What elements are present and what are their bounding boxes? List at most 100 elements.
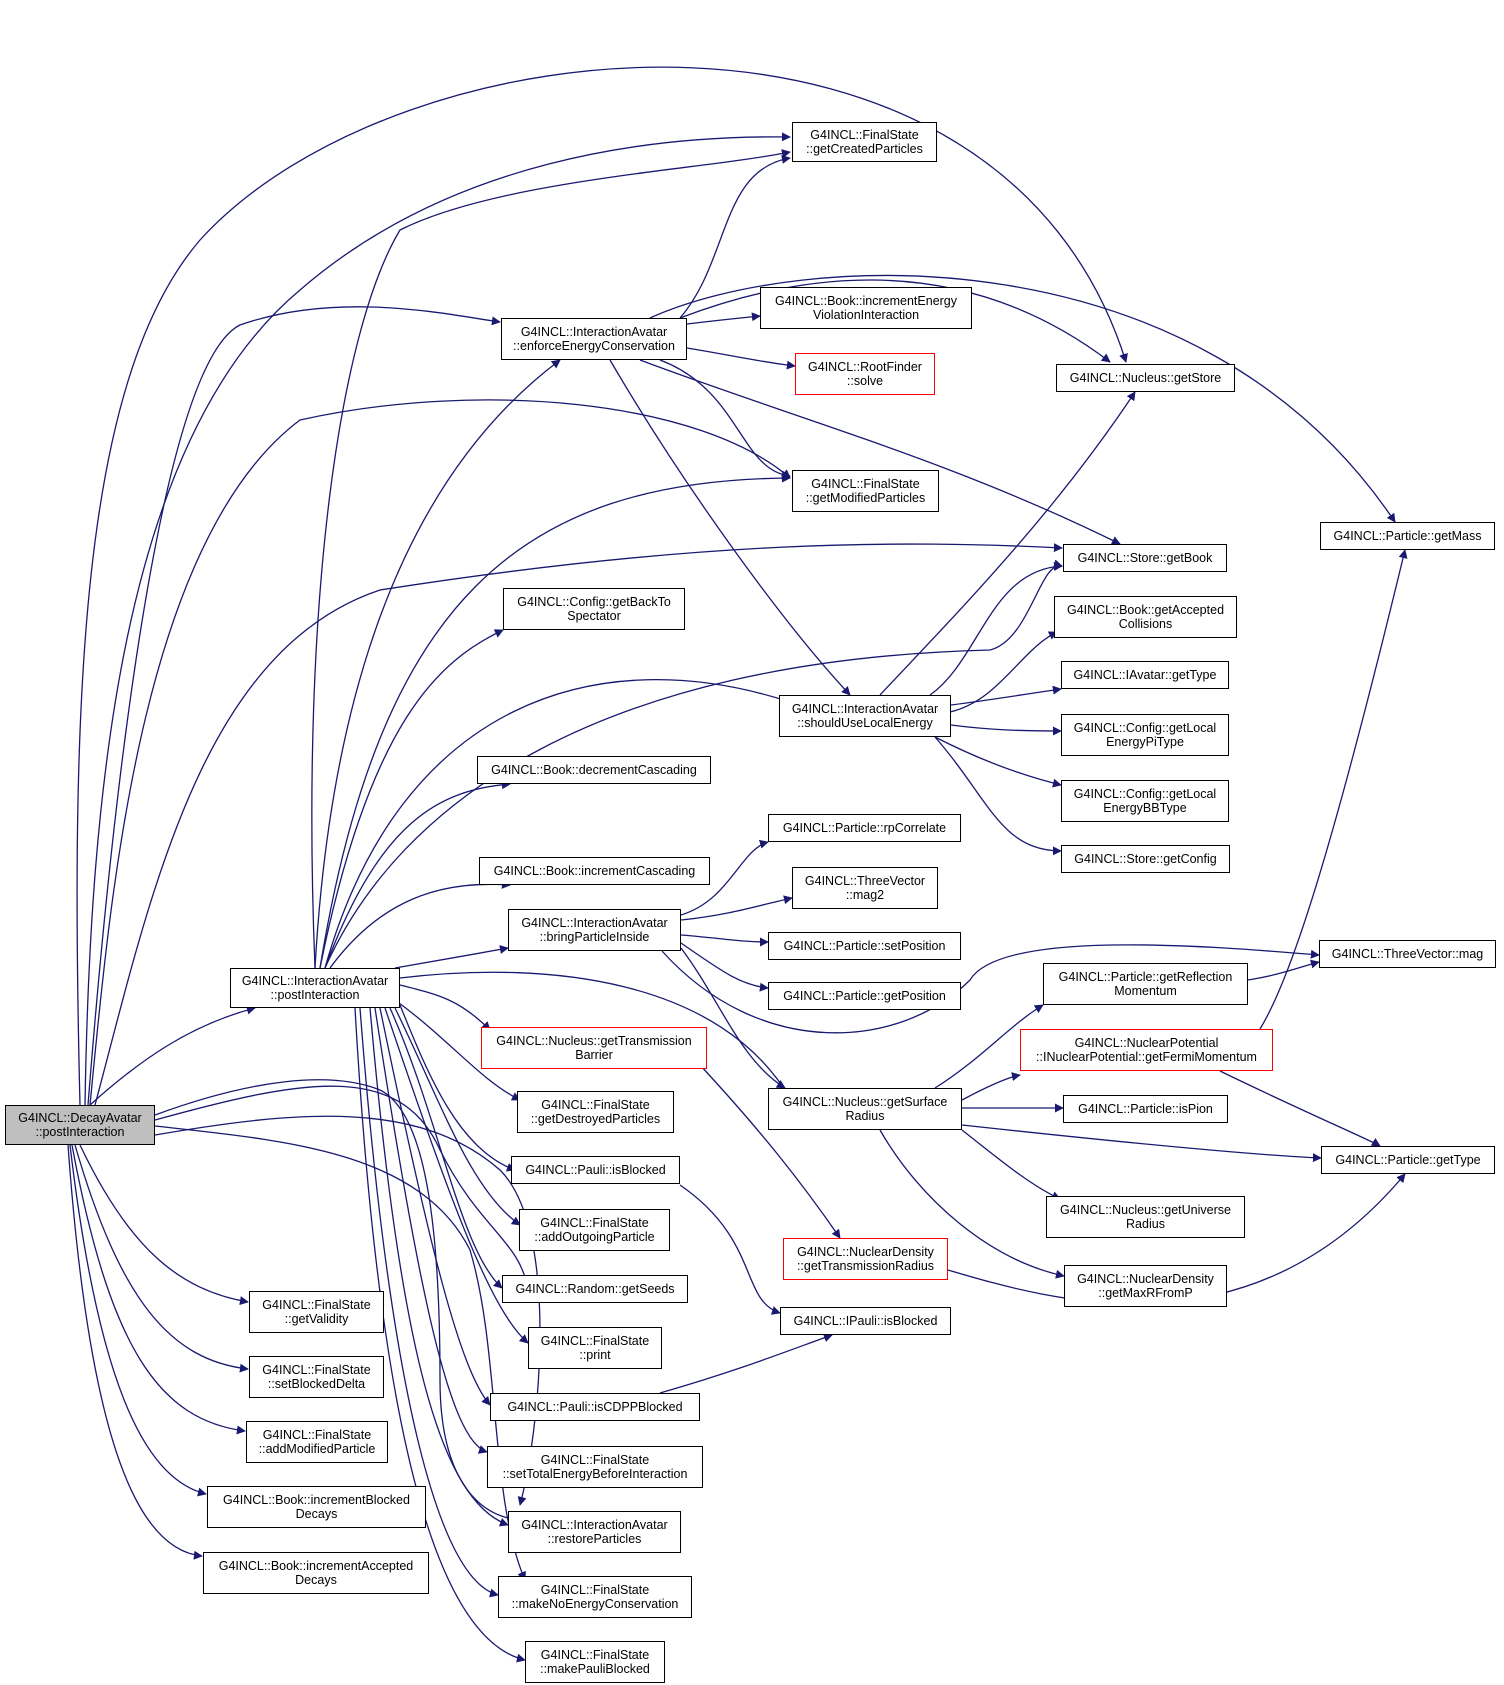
- call-edge: [399, 971, 791, 1099]
- node-three-vector-mag2[interactable]: G4INCL::ThreeVector::mag2: [792, 867, 938, 909]
- node-final-state-add-modified-particle[interactable]: G4INCL::FinalState::addModifiedParticle: [246, 1421, 388, 1463]
- call-edge: [679, 279, 1111, 363]
- node-final-state-print[interactable]: G4INCL::FinalState::print: [528, 1327, 662, 1369]
- call-edge: [934, 736, 1062, 788]
- call-edge: [154, 1085, 532, 1291]
- node-label: G4INCL::Pauli::isBlocked: [525, 1163, 666, 1177]
- node-three-vector-mag[interactable]: G4INCL::ThreeVector::mag: [1319, 940, 1496, 968]
- node-nuclear-potential-get-fermi-momentum[interactable]: G4INCL::NuclearPotential::INuclearPotent…: [1020, 1029, 1273, 1071]
- node-label: ViolationInteraction: [812, 308, 920, 322]
- node-pauli-is-blocked[interactable]: G4INCL::Pauli::isBlocked: [511, 1156, 680, 1184]
- call-edge: [1247, 959, 1320, 981]
- node-particle-get-mass[interactable]: G4INCL::Particle::getMass: [1320, 522, 1495, 550]
- node-label: Radius: [1126, 1217, 1165, 1231]
- node-final-state-get-destroyed-particles[interactable]: G4INCL::FinalState::getDestroyedParticle…: [517, 1091, 674, 1133]
- node-label: G4INCL::FinalState: [811, 477, 920, 491]
- node-label: G4INCL::Book::decrementCascading: [491, 763, 697, 777]
- node-final-state-get-modified-particles[interactable]: G4INCL::FinalState::getModifiedParticles: [792, 470, 939, 512]
- node-particle-set-position[interactable]: G4INCL::Particle::setPosition: [768, 932, 961, 960]
- node-label: ::addOutgoingParticle: [534, 1230, 655, 1244]
- node-label: G4INCL::InteractionAvatar: [241, 974, 389, 988]
- node-label: G4INCL::Particle::getType: [1335, 1153, 1481, 1167]
- node-root-finder-solve[interactable]: G4INCL::RootFinder::solve: [795, 353, 935, 395]
- node-label: ::shouldUseLocalEnergy: [797, 716, 933, 730]
- call-edge: [71, 1144, 246, 1435]
- node-label: G4INCL::NuclearDensity: [1077, 1272, 1214, 1286]
- node-nuclear-density-get-transmission-radius[interactable]: G4INCL::NuclearDensity::getTransmissionR…: [783, 1238, 948, 1280]
- node-interaction-avatar-post-interaction[interactable]: G4INCL::InteractionAvatar::postInteracti…: [230, 968, 400, 1008]
- node-final-state-set-blocked-delta[interactable]: G4INCL::FinalState::setBlockedDelta: [249, 1356, 384, 1398]
- node-label: ::setTotalEnergyBeforeInteraction: [502, 1467, 688, 1481]
- node-label: G4INCL::Book::incrementBlocked: [223, 1493, 410, 1507]
- call-edge: [649, 274, 1396, 523]
- node-label: G4INCL::FinalState: [262, 1298, 371, 1312]
- node-label: G4INCL::Nucleus::getTransmission: [496, 1034, 692, 1048]
- node-label: ::mag2: [845, 888, 885, 902]
- node-interaction-avatar-restore-particles[interactable]: G4INCL::InteractionAvatar::restorePartic…: [508, 1511, 681, 1553]
- call-edge: [67, 1144, 203, 1560]
- node-interaction-avatar-bring-particle-inside[interactable]: G4INCL::InteractionAvatar::bringParticle…: [508, 909, 681, 951]
- node-final-state-get-validity[interactable]: G4INCL::FinalState::getValidity: [249, 1291, 384, 1333]
- node-particle-get-type[interactable]: G4INCL::Particle::getType: [1321, 1146, 1495, 1174]
- node-label: Decays: [295, 1507, 338, 1521]
- node-final-state-add-outgoing-particle[interactable]: G4INCL::FinalState::addOutgoingParticle: [519, 1209, 670, 1251]
- node-label: ::postInteraction: [35, 1125, 125, 1139]
- node-interaction-avatar-enforce-energy-conservation[interactable]: G4INCL::InteractionAvatar::enforceEnergy…: [501, 318, 687, 360]
- node-label: ::getCreatedParticles: [806, 142, 923, 156]
- node-book-decrement-cascading[interactable]: G4INCL::Book::decrementCascading: [477, 756, 711, 784]
- call-edge: [76, 66, 1128, 1106]
- node-random-get-seeds[interactable]: G4INCL::Random::getSeeds: [502, 1275, 688, 1303]
- node-ipauli-is-blocked[interactable]: G4INCL::IPauli::isBlocked: [780, 1307, 951, 1335]
- node-final-state-set-total-energy-before-interaction[interactable]: G4INCL::FinalState::setTotalEnergyBefore…: [487, 1446, 703, 1488]
- node-label: ::INuclearPotential::getFermiMomentum: [1036, 1050, 1257, 1064]
- node-store-get-config[interactable]: G4INCL::Store::getConfig: [1061, 845, 1230, 873]
- call-edge: [961, 1129, 1061, 1200]
- call-edge: [87, 306, 501, 1106]
- node-final-state-get-created-particles[interactable]: G4INCL::FinalState::getCreatedParticles: [792, 122, 937, 162]
- node-particle-rp-correlate[interactable]: G4INCL::Particle::rpCorrelate: [768, 814, 961, 842]
- node-label: Collisions: [1118, 617, 1173, 631]
- node-label: G4INCL::FinalState: [540, 1453, 650, 1467]
- call-edge: [369, 1007, 509, 1527]
- node-particle-is-pion[interactable]: G4INCL::Particle::isPion: [1063, 1095, 1228, 1123]
- node-final-state-make-pauli-blocked[interactable]: G4INCL::FinalState::makePauliBlocked: [525, 1641, 665, 1683]
- node-final-state-make-no-energy-conservation[interactable]: G4INCL::FinalState::makeNoEnergyConserva…: [498, 1576, 692, 1618]
- node-label: G4INCL::Nucleus::getUniverse: [1060, 1203, 1231, 1217]
- node-label: Barrier: [575, 1048, 613, 1062]
- node-label: Momentum: [1114, 984, 1177, 998]
- call-edge: [324, 559, 1063, 969]
- node-label: ::getValidity: [284, 1312, 349, 1326]
- node-label: G4INCL::FinalState: [540, 1334, 650, 1348]
- node-store-get-book[interactable]: G4INCL::Store::getBook: [1063, 544, 1227, 572]
- node-particle-get-position[interactable]: G4INCL::Particle::getPosition: [768, 982, 961, 1010]
- call-edge: [680, 895, 793, 921]
- node-decay-avatar-post-interaction[interactable]: G4INCL::DecayAvatar::postInteraction: [5, 1105, 155, 1145]
- call-edge: [639, 359, 1121, 545]
- call-edge: [879, 1129, 1065, 1279]
- node-iavatar-get-type[interactable]: G4INCL::IAvatar::getType: [1061, 661, 1229, 689]
- call-edge: [680, 947, 786, 1089]
- node-label: ::print: [579, 1348, 611, 1362]
- node-nucleus-get-store[interactable]: G4INCL::Nucleus::getStore: [1056, 364, 1235, 392]
- node-pauli-is-cdpp-blocked[interactable]: G4INCL::Pauli::isCDPPBlocked: [490, 1393, 700, 1421]
- node-label: G4INCL::ThreeVector::mag: [1331, 947, 1484, 961]
- node-nuclear-density-get-max-r-from-p[interactable]: G4INCL::NuclearDensity::getMaxRFromP: [1064, 1265, 1227, 1307]
- node-interaction-avatar-should-use-local-energy[interactable]: G4INCL::InteractionAvatar::shouldUseLoca…: [779, 695, 951, 737]
- call-edge: [359, 1007, 499, 1598]
- node-book-increment-cascading[interactable]: G4INCL::Book::incrementCascading: [479, 857, 710, 885]
- call-edge: [950, 685, 1062, 706]
- call-edge: [94, 543, 1063, 1106]
